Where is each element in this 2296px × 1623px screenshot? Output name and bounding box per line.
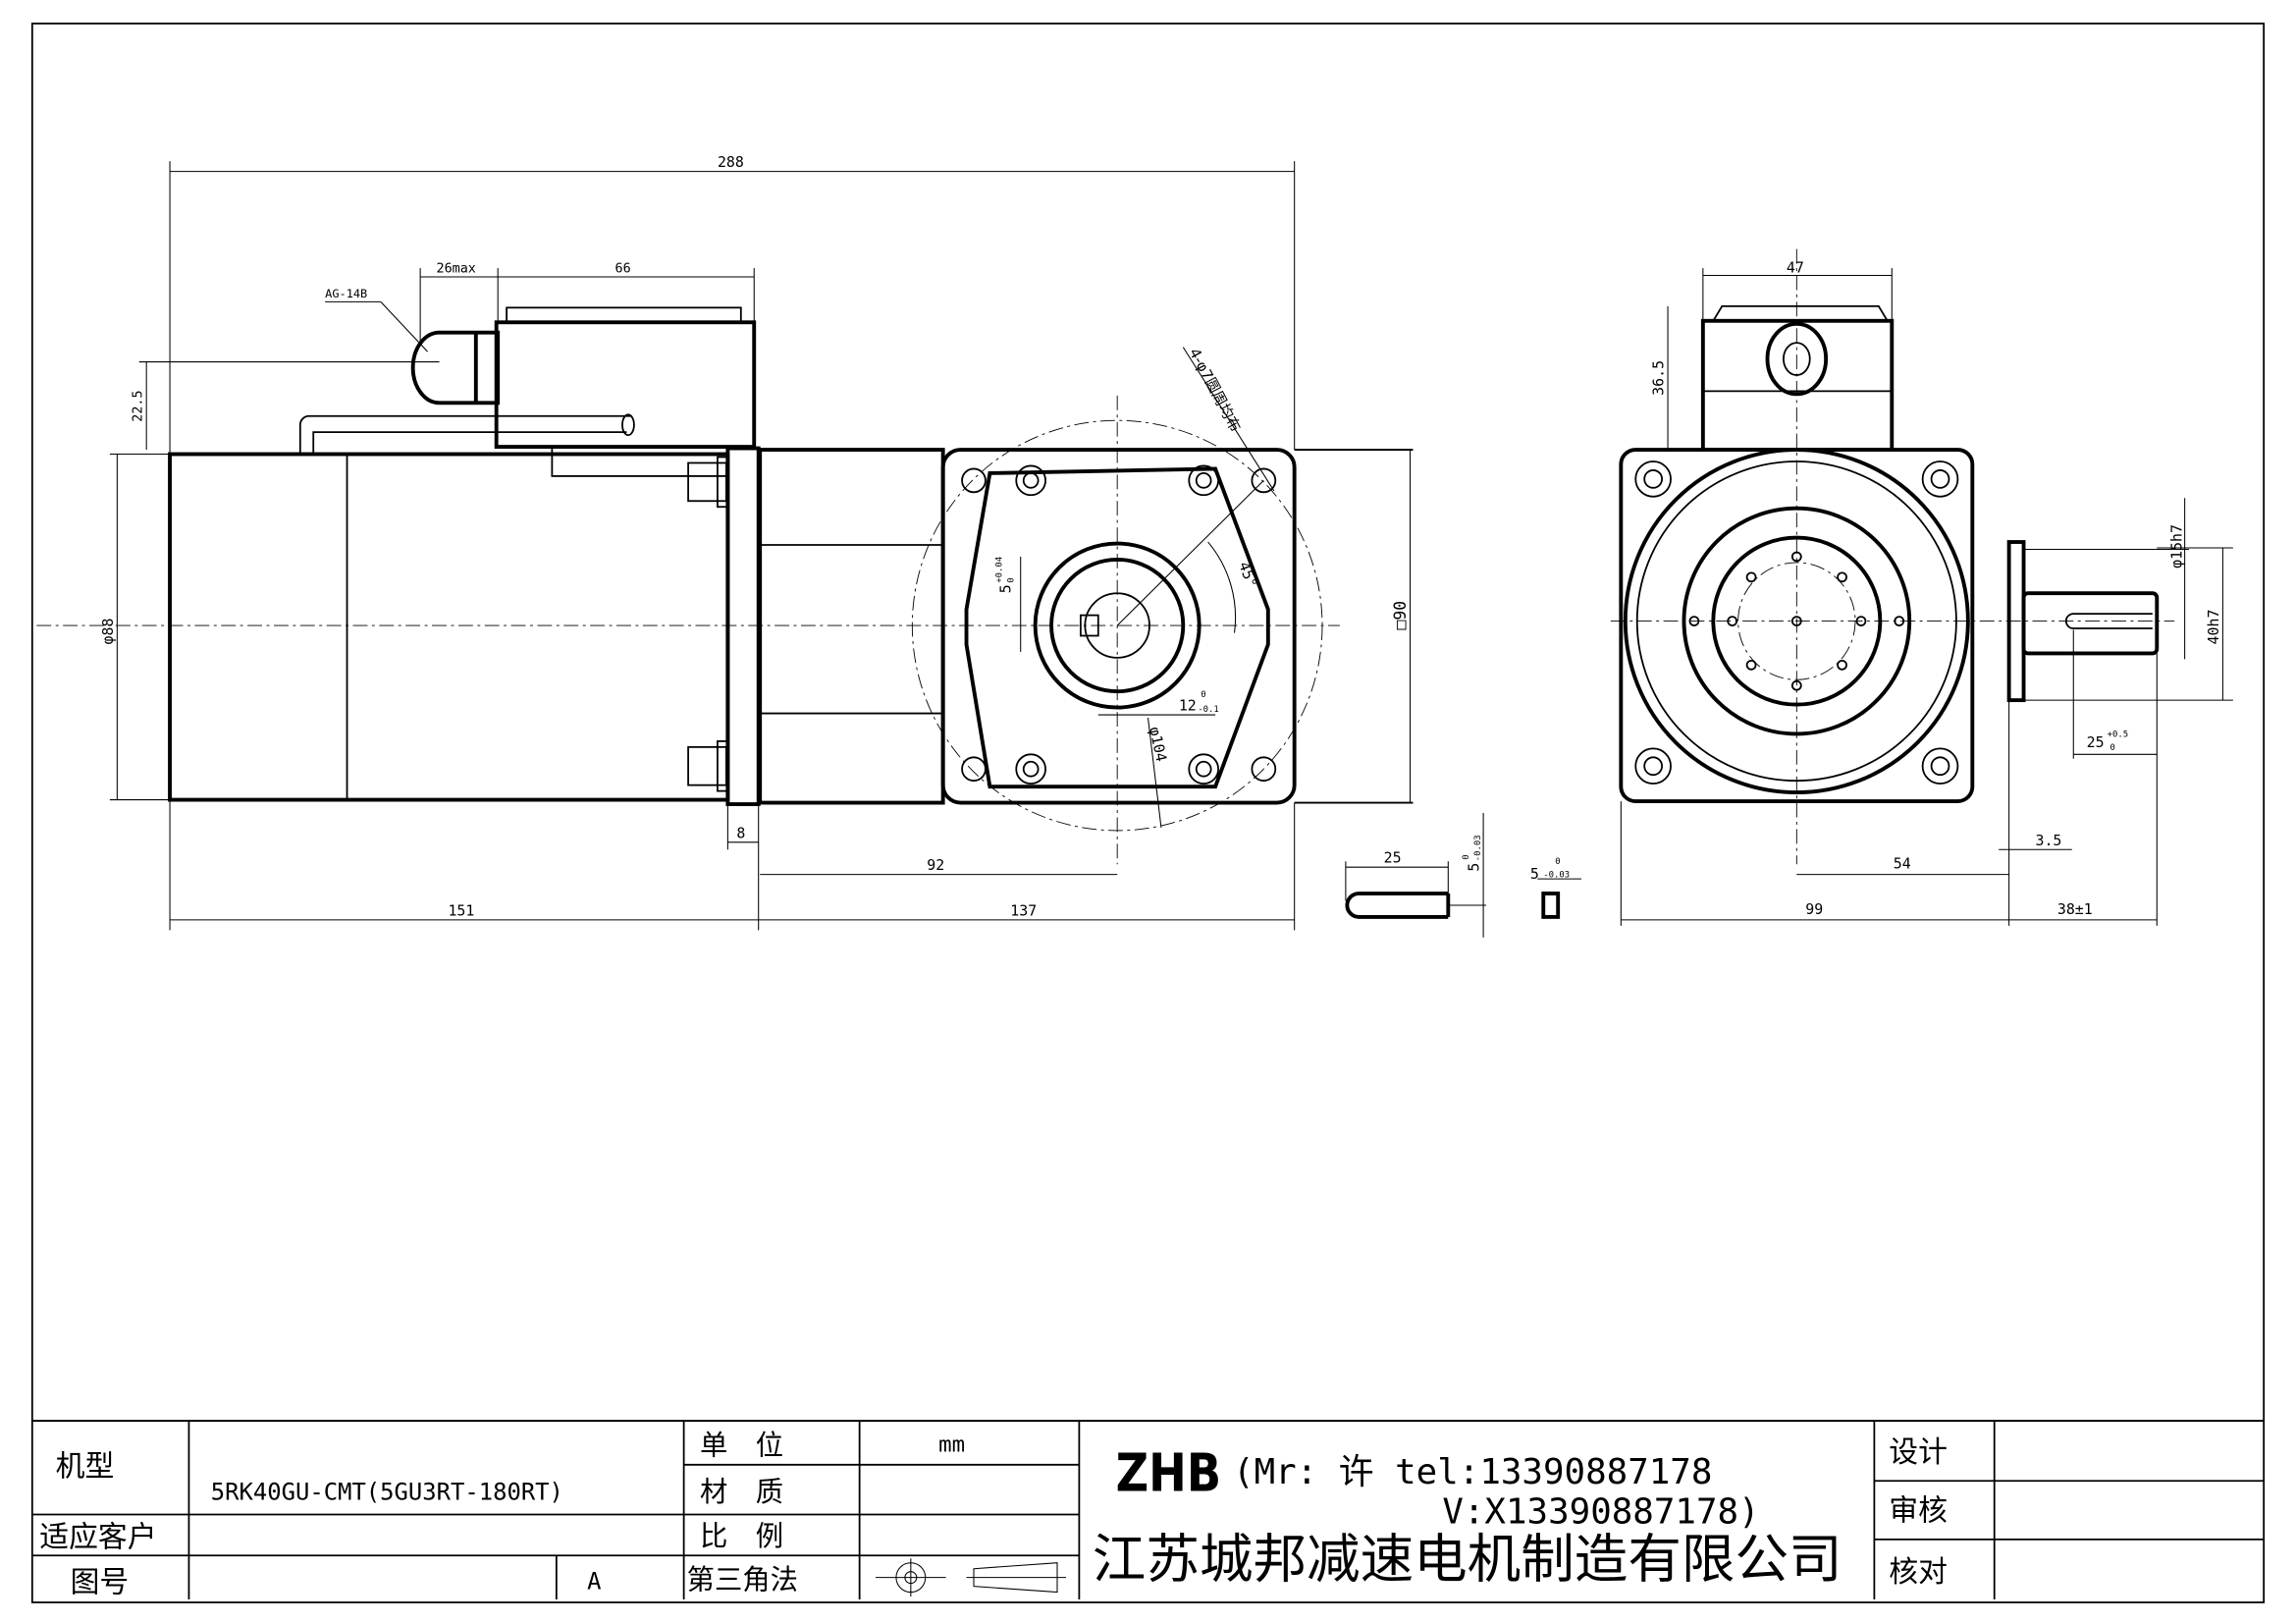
contact-line2: V:X13390887178) [1442,1491,1759,1532]
title-block [31,1420,2265,1600]
check-label: 核对 [1889,1555,1948,1590]
key-depth-dim: 12 [1179,697,1197,715]
dim-shaft-dia: φ15h7 [2168,524,2186,568]
terminal-box [494,320,757,450]
dim-key-len-tol-low: 0 [2110,743,2115,753]
key-width-tol-low: -0.03 [1543,871,1570,881]
dim-box-height: 22.5 [132,390,146,421]
dim-key-len-tol-high: +0.5 [2108,730,2129,739]
keyway-dim: 5 [996,584,1014,593]
key-depth-tol-high: 0 [1201,690,1205,700]
gland-label: AG-14B [325,287,367,300]
dim-box-height-end: 36.5 [1650,360,1668,396]
dim-center: 54 [1894,855,1911,873]
keyway-tol-low: 0 [1006,577,1016,582]
key-width-tol-high: 0 [1555,857,1560,867]
customer-label: 适应客户 [39,1520,156,1554]
dim-box: 66 [615,262,631,277]
material-label: 材 质 [700,1476,783,1508]
contact-line1: (Mr: 许 tel:13390887178 [1233,1452,1712,1492]
dim-motor-dia: φ88 [99,618,117,644]
unit-value: mm [938,1432,965,1457]
key-height-tol-low: -0.03 [1473,835,1483,861]
key-detail [1345,812,1582,938]
key-height-tol-high: 0 [1462,854,1471,859]
unit-label: 单 位 [700,1429,783,1461]
dim-motor-len: 151 [448,901,474,919]
angle-label: 45° [1235,560,1260,590]
key-height: 5 [1466,863,1483,872]
drawing-no-label: 图号 [71,1566,130,1600]
dim-pilot: 40h7 [2205,610,2222,645]
cable-gland [410,330,501,406]
key-length: 25 [1384,849,1402,867]
projection-label: 第三角法 [687,1564,798,1596]
review-label: 审核 [1889,1493,1948,1528]
dim-shaft-len: 38±1 [2057,900,2093,918]
company-name: 江苏城邦减速电机制造有限公司 [1093,1529,1842,1591]
dim-key-len: 25 [2087,733,2105,751]
projection-symbol [876,1558,1066,1597]
square-dim: □90 [1391,601,1410,630]
dim-shaft-pos: 92 [927,856,944,874]
model-label: 机型 [56,1450,115,1485]
key-depth-tol-low: -0.1 [1198,705,1219,715]
revision: A [587,1568,601,1596]
drawing-border [30,23,2266,1603]
pcd-dim: φ104 [1146,726,1170,764]
keyway-tol-high: +0.04 [994,557,1004,583]
scale-label: 比 例 [700,1520,783,1552]
model-value: 5RK40GU-CMT(5GU3RT-180RT) [211,1479,563,1506]
design-label: 设计 [1889,1435,1948,1470]
key-width: 5 [1530,865,1539,883]
end-view [1610,248,2175,865]
dim-flange: 8 [736,824,745,841]
dim-body: 99 [1805,900,1823,918]
dim-gear-len: 137 [1010,901,1037,919]
brand: ZHB [1116,1442,1221,1504]
dim-box-width: 47 [1787,259,1804,277]
dim-shoulder: 3.5 [2035,832,2061,849]
flange-view [911,347,1323,865]
holes-note: 4-φ7圆周均布 [1186,346,1245,435]
dim-gland: 26max [437,262,476,277]
dim-overall: 288 [718,153,744,171]
